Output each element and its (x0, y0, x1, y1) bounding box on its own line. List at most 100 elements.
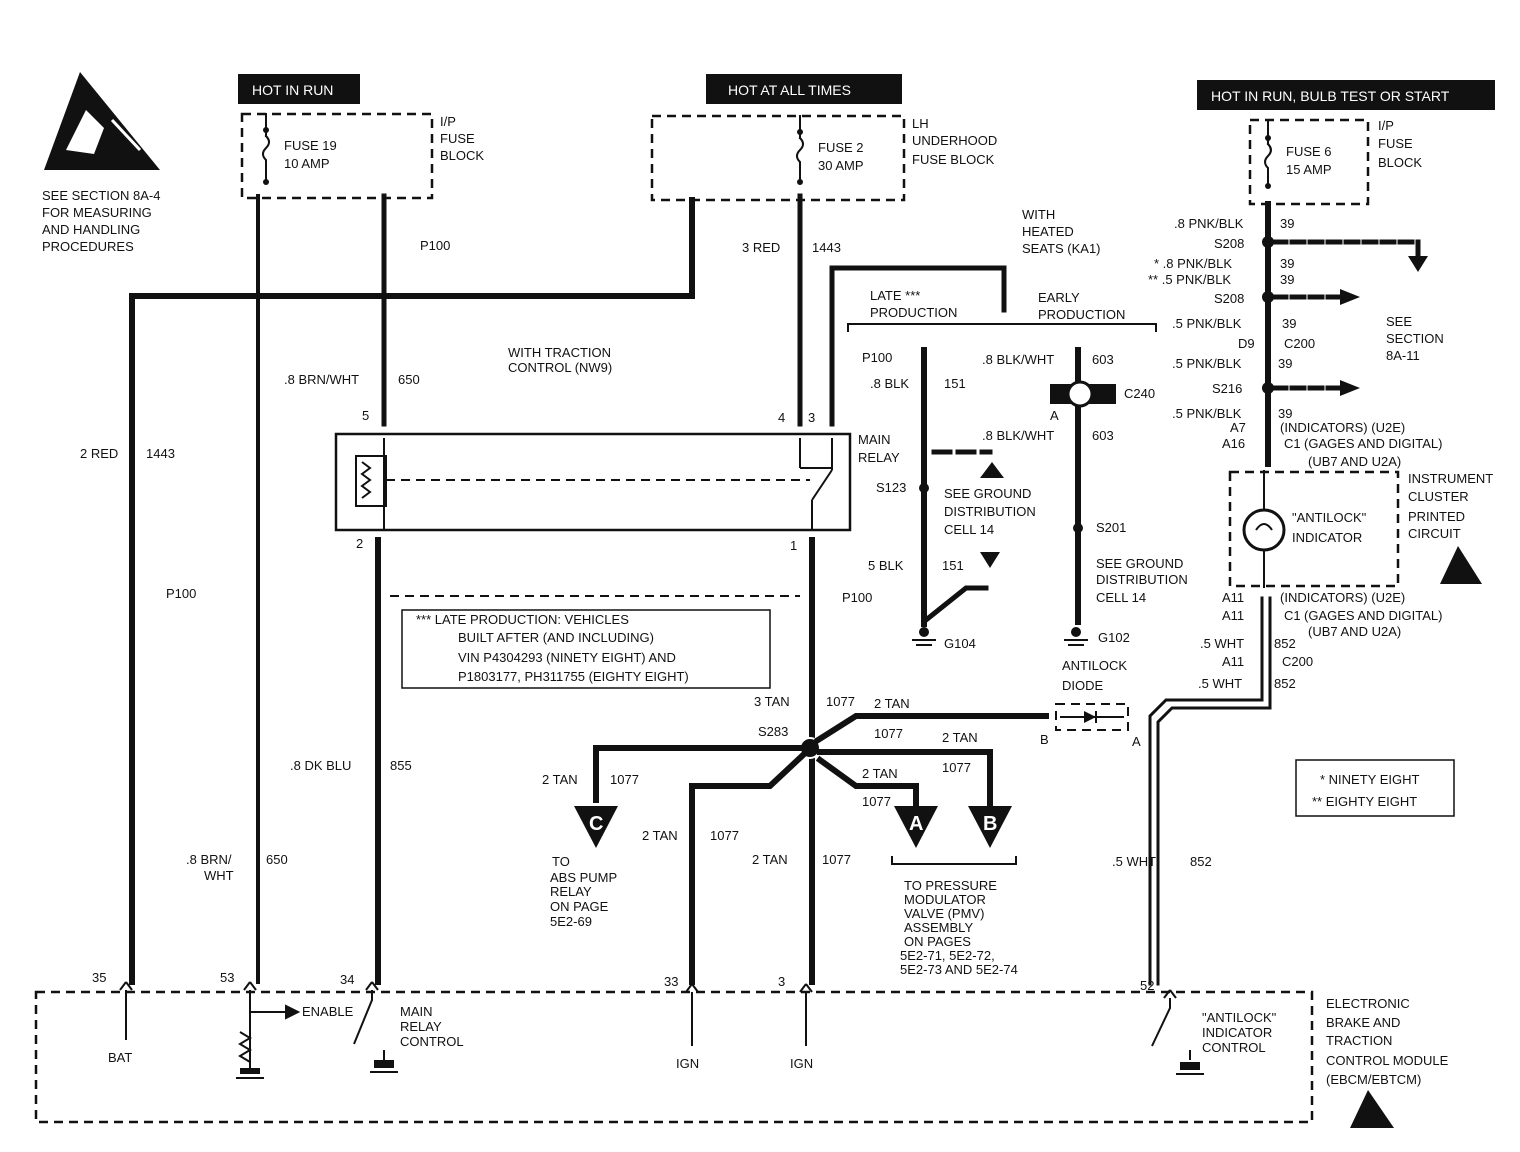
wire-color-label: 2 TAN (874, 696, 910, 711)
wire-tan-1077-to-pmv-a (815, 755, 919, 813)
wire-color-label: .8 BRN/WHT (284, 372, 359, 387)
legend-eighty-eight: ** EIGHTY EIGHT (1312, 794, 1417, 809)
wire-color-label: * .8 PNK/BLK (1154, 256, 1232, 271)
circuit-number-label: 39 (1278, 356, 1292, 371)
module-pin-label: 34 (340, 972, 354, 987)
wire-color-label: 2 TAN (642, 828, 678, 843)
late-note-line: *** LATE PRODUCTION: VEHICLES (416, 612, 629, 627)
circuit-number-label: 151 (944, 376, 966, 391)
abs-pump-label: ABS PUMP (550, 870, 617, 885)
circuit-number-label: 1443 (812, 240, 841, 255)
legend-box (1295, 759, 1455, 817)
circuit-number-label: 39 (1280, 216, 1294, 231)
wire-color-label: 2 TAN (862, 766, 898, 781)
module-ground-icon (236, 1060, 1204, 1079)
main-relay-control-label: RELAY (400, 1019, 442, 1034)
wire-color-label: 2 TAN (942, 730, 978, 745)
pin-label: A (1050, 408, 1059, 423)
wire-color-label: WHT (204, 868, 234, 883)
svg-text:C: C (589, 813, 603, 835)
svg-text:HOT AT ALL TIMES: HOT AT ALL TIMES (728, 82, 851, 98)
circuit-number-label: 39 (1280, 272, 1294, 287)
main-relay-control-label: CONTROL (400, 1034, 464, 1049)
arrow-right-icon (1340, 380, 1360, 396)
circuit-number-label: 603 (1092, 428, 1114, 443)
fuse-2-rating: 30 AMP (818, 158, 864, 173)
indicators-label: (GAGES AND DIGITAL) (1304, 608, 1442, 623)
esd-note-line: FOR MEASURING (42, 205, 152, 220)
splice-s208-label: S208 (1214, 236, 1244, 251)
ground-g104-label: G104 (944, 636, 976, 651)
wire-red-1443-bat (129, 197, 695, 985)
antilock-diode-label: ANTILOCK (1062, 658, 1127, 673)
wire-color-label: .5 WHT (1198, 676, 1242, 691)
indicators-label: (GAGES AND DIGITAL) (1304, 436, 1442, 451)
wire-color-label: ** .5 PNK/BLK (1148, 272, 1231, 287)
indicators-label: (INDICATORS) (U2E) (1280, 590, 1405, 605)
wire-color-label: 2 TAN (752, 852, 788, 867)
splice-s201 (1073, 523, 1083, 533)
connector-c200-label: C200 (1282, 654, 1313, 669)
wire-color-label: .5 PNK/BLK (1172, 356, 1242, 371)
header-hot-in-run-bulb-test: HOT IN RUN, BULB TEST OR START (1197, 80, 1495, 110)
fuse-block-2: FUSE 2 30 AMP (650, 114, 906, 202)
wire-wht-852 (1148, 596, 1264, 986)
circuit-number-label: 852 (1274, 636, 1296, 651)
wire-color-label: .5 WHT (1112, 854, 1156, 869)
circuit-number-label: 1077 (710, 828, 739, 843)
ground-g102-icon (1064, 627, 1088, 646)
ground-g104-icon (912, 627, 936, 646)
pin-label: 1 (790, 538, 797, 553)
wire-tan-1077-to-abs-pump (593, 745, 803, 803)
fuse-6-rating: 15 AMP (1286, 162, 1332, 177)
wire-wht-852-outline (1156, 596, 1272, 986)
circuit-number-label: 1077 (942, 760, 971, 775)
main-relay (334, 432, 852, 532)
module-label: CONTROL MODULE (1326, 1053, 1449, 1068)
fuse-block-19-label: FUSE (440, 131, 475, 146)
wire-tan-1077-to-ign-33 (689, 751, 807, 985)
see-ground-label: DISTRIBUTION (944, 504, 1036, 519)
main-relay-label: MAIN (858, 432, 891, 447)
wire-color-label: 3 RED (742, 240, 780, 255)
pin-label: A16 (1222, 436, 1245, 451)
legend-ninety-eight: * NINETY EIGHT (1320, 772, 1420, 787)
connector-p100-label: P100 (420, 238, 450, 253)
fuse-19-name: FUSE 19 (284, 138, 337, 153)
svg-text:HOT IN RUN: HOT IN RUN (252, 82, 333, 98)
pmv-label: 5E2-73 AND 5E2-74 (900, 962, 1018, 977)
circuit-number-label: 39 (1278, 406, 1292, 421)
circuit-number-label: 1077 (826, 694, 855, 709)
abs-pump-label: RELAY (550, 884, 592, 899)
fuse-block-6-label: I/P (1378, 118, 1394, 133)
svg-text:B: B (983, 813, 997, 835)
pmv-label: VALVE (PMV) (904, 906, 984, 921)
pin-label: 3 (808, 410, 815, 425)
see-ground-label: DISTRIBUTION (1096, 572, 1188, 587)
fuse-block-19: FUSE 19 10 AMP (240, 112, 434, 200)
antilock-diode-label: DIODE (1062, 678, 1104, 693)
module-pin-label: 33 (664, 974, 678, 989)
pin-label: A (1132, 734, 1141, 749)
cluster-label: INSTRUMENT (1408, 471, 1493, 486)
antilock-indicator-label: "ANTILOCK" (1292, 510, 1367, 525)
circuit-number-label: 1077 (862, 794, 891, 809)
pin-label: A11 (1222, 608, 1244, 623)
fuse-19-rating: 10 AMP (284, 156, 330, 171)
circuit-number-label: 852 (1274, 676, 1296, 691)
header-hot-in-run: HOT IN RUN (238, 74, 360, 104)
fuse-2-name: FUSE 2 (818, 140, 864, 155)
fuse-block-19-label: I/P (440, 114, 456, 129)
wire-tan-1077-to-diode (813, 713, 1049, 745)
pmv-label: MODULATOR (904, 892, 986, 907)
circuit-number-label: 650 (398, 372, 420, 387)
antilock-diode (1055, 703, 1129, 731)
pmv-bracket (891, 856, 1017, 865)
esd-note-line: PROCEDURES (42, 239, 134, 254)
wire-color-label: .5 PNK/BLK (1172, 316, 1242, 331)
late-production-note-box (401, 609, 771, 689)
connector-c240-label: C240 (1124, 386, 1155, 401)
module-label: BRAKE AND (1326, 1015, 1400, 1030)
wire-color-label: 5 BLK (868, 558, 904, 573)
ground-ref-arrow (980, 462, 1004, 478)
